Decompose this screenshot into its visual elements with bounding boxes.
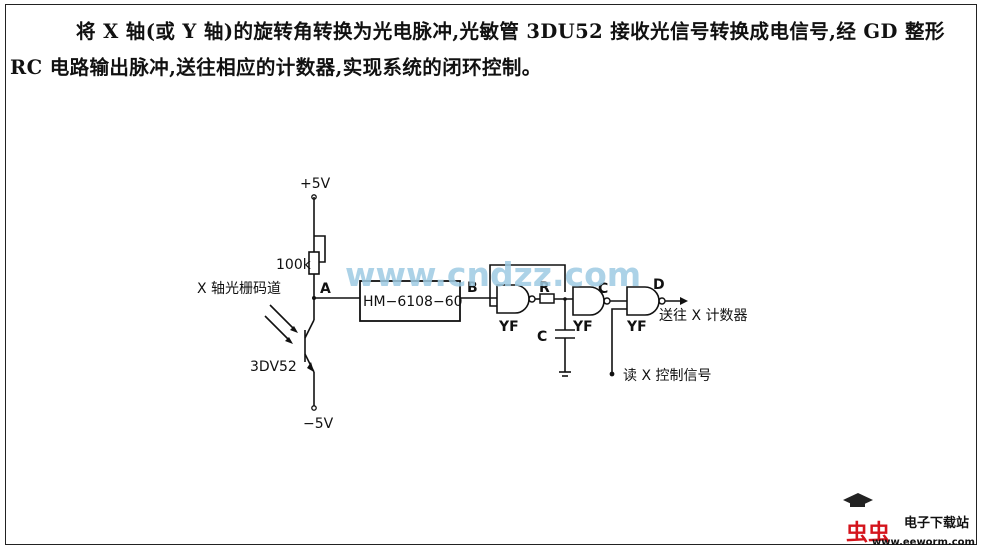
eeworm-logo: 虫虫 电子下载站 www.eeworm.com bbox=[843, 493, 975, 548]
label-node-c: C bbox=[598, 281, 608, 297]
label-capacitor-c: C bbox=[537, 329, 547, 345]
label-output: 送往 X 计数器 bbox=[659, 308, 748, 324]
watermark-text: www.cndzz.com bbox=[345, 255, 641, 294]
figure-frame bbox=[5, 4, 977, 545]
phototransistor-3dv52 bbox=[264, 304, 315, 373]
label-transistor: 3DV52 bbox=[250, 359, 297, 375]
bug-mark-icon: 虫虫 bbox=[846, 520, 890, 546]
supply-wiring bbox=[264, 194, 326, 411]
label-100k: 100k bbox=[276, 257, 312, 273]
description-text: 将 X 轴(或 Y 轴)的旋转角转换为光电脉冲,光敏管 3DU52 接收光信号转… bbox=[10, 20, 945, 79]
label-gate-1: YF bbox=[498, 319, 519, 335]
label-minus-5v: −5V bbox=[303, 416, 334, 432]
label-gate-2: YF bbox=[572, 319, 593, 335]
graduation-cap-icon bbox=[843, 493, 873, 507]
label-node-a: A bbox=[320, 281, 331, 297]
chip-hm6108 bbox=[359, 280, 461, 322]
signal-path bbox=[312, 264, 688, 377]
label-node-d: D bbox=[653, 277, 665, 293]
label-gate-3: YF bbox=[626, 319, 647, 335]
label-node-b: B bbox=[467, 280, 478, 296]
label-chip: HM−6108−60 bbox=[363, 294, 463, 310]
label-grating: X 轴光栅码道 bbox=[197, 281, 281, 297]
logo-brand: 电子下载站 bbox=[904, 515, 969, 531]
label-read-signal: 读 X 控制信号 bbox=[623, 367, 712, 384]
label-resistor-r: R bbox=[539, 280, 550, 296]
logo-url: www.eeworm.com bbox=[872, 537, 975, 548]
label-plus-5v: +5V bbox=[300, 176, 331, 192]
